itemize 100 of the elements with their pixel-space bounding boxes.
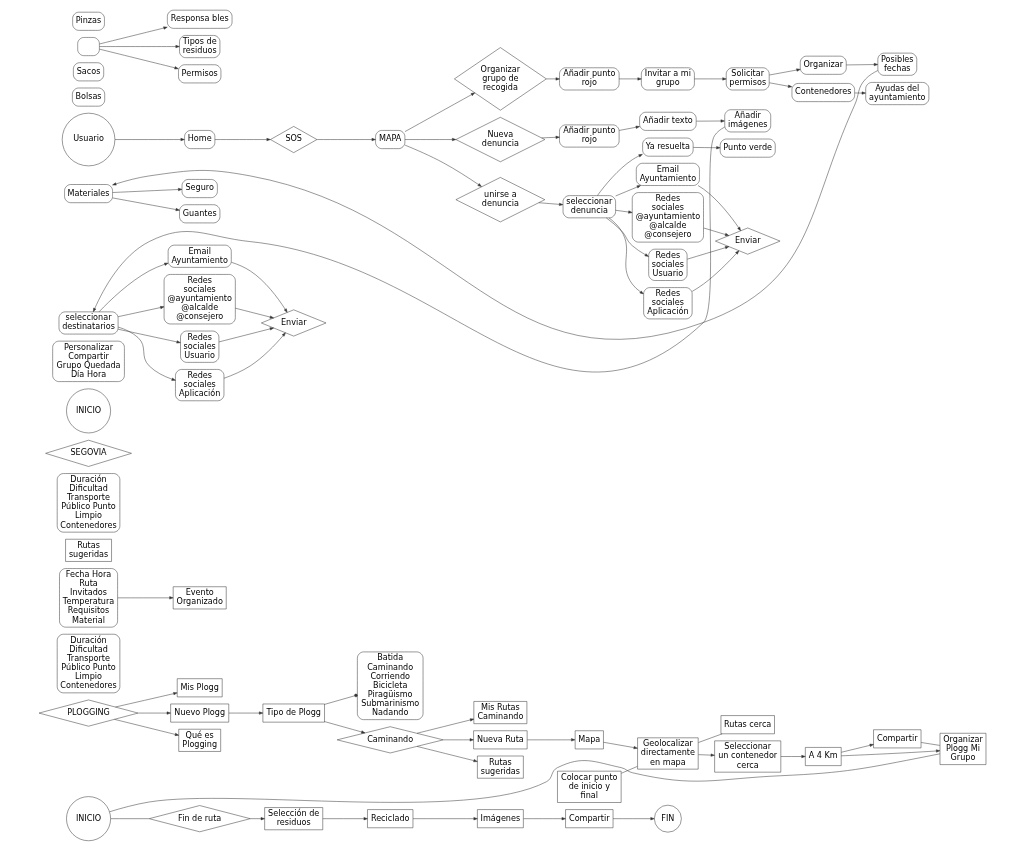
node-box: Posibles fechas [877,52,917,76]
arrow [117,306,164,317]
arrow [845,63,878,67]
node-box: Bolsas [71,87,105,107]
arrow [697,185,741,231]
arrow [117,326,176,381]
node-box: Rutas cerca [720,715,775,735]
arrow [323,721,365,734]
node-box: Ya resuelta [641,137,693,157]
arrow [111,188,182,193]
node-diamond: SEGOVIA [44,439,132,467]
arrow [602,742,638,750]
node-box: Imágenes [476,809,524,829]
node-box: Invitar a mi grupo [640,67,695,91]
node-box: Permisos [177,64,221,84]
arrow [608,217,644,295]
node-diamond: SOS [269,126,317,153]
node-box: Añadir punto rojo [558,67,619,91]
node-box: Ayudas del ayuntamiento [864,82,929,105]
arrow [618,77,642,81]
arrow [249,817,265,821]
arrow [114,692,177,708]
arrow [111,197,180,212]
arrow [522,817,566,821]
arrow [116,596,173,600]
arrow [98,45,180,49]
node-box: Compartir [564,809,613,829]
connector [620,766,638,774]
arrow [695,119,725,123]
node-box: seleccionar destinatarios [58,311,118,335]
node-diamond: PLOGGING [38,699,138,727]
arrow [780,755,805,758]
arrow [840,743,874,753]
node-box: Personalizar Compartir Grupo Quedada Día Hora [51,340,125,382]
node-box: Colocar punto de inicio y final [556,770,621,803]
arrow [545,77,560,81]
arrow [228,711,263,715]
node-box: Redes sociales Aplicación [174,369,224,402]
node-box: Redes sociales Aplicación [642,287,692,320]
node-diamond: unirse a denuncia [455,177,545,223]
node-box: Organizar Plogg Mi Grupo [939,733,986,765]
arrow [412,817,478,821]
arrow [113,719,179,736]
node-box: Compartir [872,729,921,749]
node-box: Redes sociales Usuario [179,330,219,363]
arrow [111,70,878,340]
arrow [614,185,641,197]
arrow [693,77,726,81]
connector [920,742,940,746]
node-diamond: Organizar grupo de recogida [453,47,547,111]
node-box: Añadir texto [638,112,696,131]
arrow [596,154,643,196]
node-box: Guantes [178,204,220,224]
arrow [137,711,171,715]
node-box: Evento Organizado [172,586,226,610]
node-box: seleccionar denuncia [562,195,616,219]
node-box: Redes sociales Usuario [647,248,687,281]
node-box: Tipo de Plogg [262,703,325,723]
node-box: Nueva Ruta [472,730,527,750]
arrow [854,91,866,95]
node-box: Email Ayuntamiento [167,244,232,268]
arrow [538,202,563,206]
node-box: Organizar [799,55,846,75]
arrow [691,250,739,292]
connector [697,733,722,743]
connector [108,753,940,812]
node-circle: INICIO [65,796,111,841]
node-box: Mis Rutas Caminando [473,701,527,724]
node-box: Qué es Plogging [178,728,221,752]
node-box: Materiales [63,184,113,203]
node-box [76,37,100,56]
node-box: Añadir punto rojo [558,124,619,148]
arrow [98,262,168,313]
node-box: Batida Caminando Corriendo Bicicleta Piragüismo Submarinismo Nadando [356,651,423,720]
arrow [218,327,274,343]
arrow [92,126,725,373]
node-box: Pinzas [71,11,105,31]
node-box: Fecha Hora Ruta Invitados Temperatura Requisitos Material [58,568,118,628]
arrow [768,68,800,76]
node-diamond: Caminando [336,726,444,754]
node-box: Punto verde [719,138,775,158]
arrow [234,307,274,319]
node-box: Selección de residuos [263,807,323,831]
node-box: A 4 Km [804,747,841,766]
node-box: Contenedores [791,83,855,102]
node-box: Añadir imágenes [723,109,771,133]
arrow [214,138,271,142]
arrow [612,817,655,821]
node-box: MAPA [374,130,405,149]
arrow [114,138,185,142]
arrow [322,817,368,821]
node-box: Nuevo Plogg [169,703,229,723]
arrow [840,749,940,757]
node-box: Rutas sugeridas [64,539,112,562]
arrow [98,48,179,70]
arrow [404,138,456,142]
node-box: Solicitar permisos [725,67,769,91]
node-diamond: Fin de ruta [148,805,250,833]
arrow [526,738,575,742]
connector [110,818,149,819]
